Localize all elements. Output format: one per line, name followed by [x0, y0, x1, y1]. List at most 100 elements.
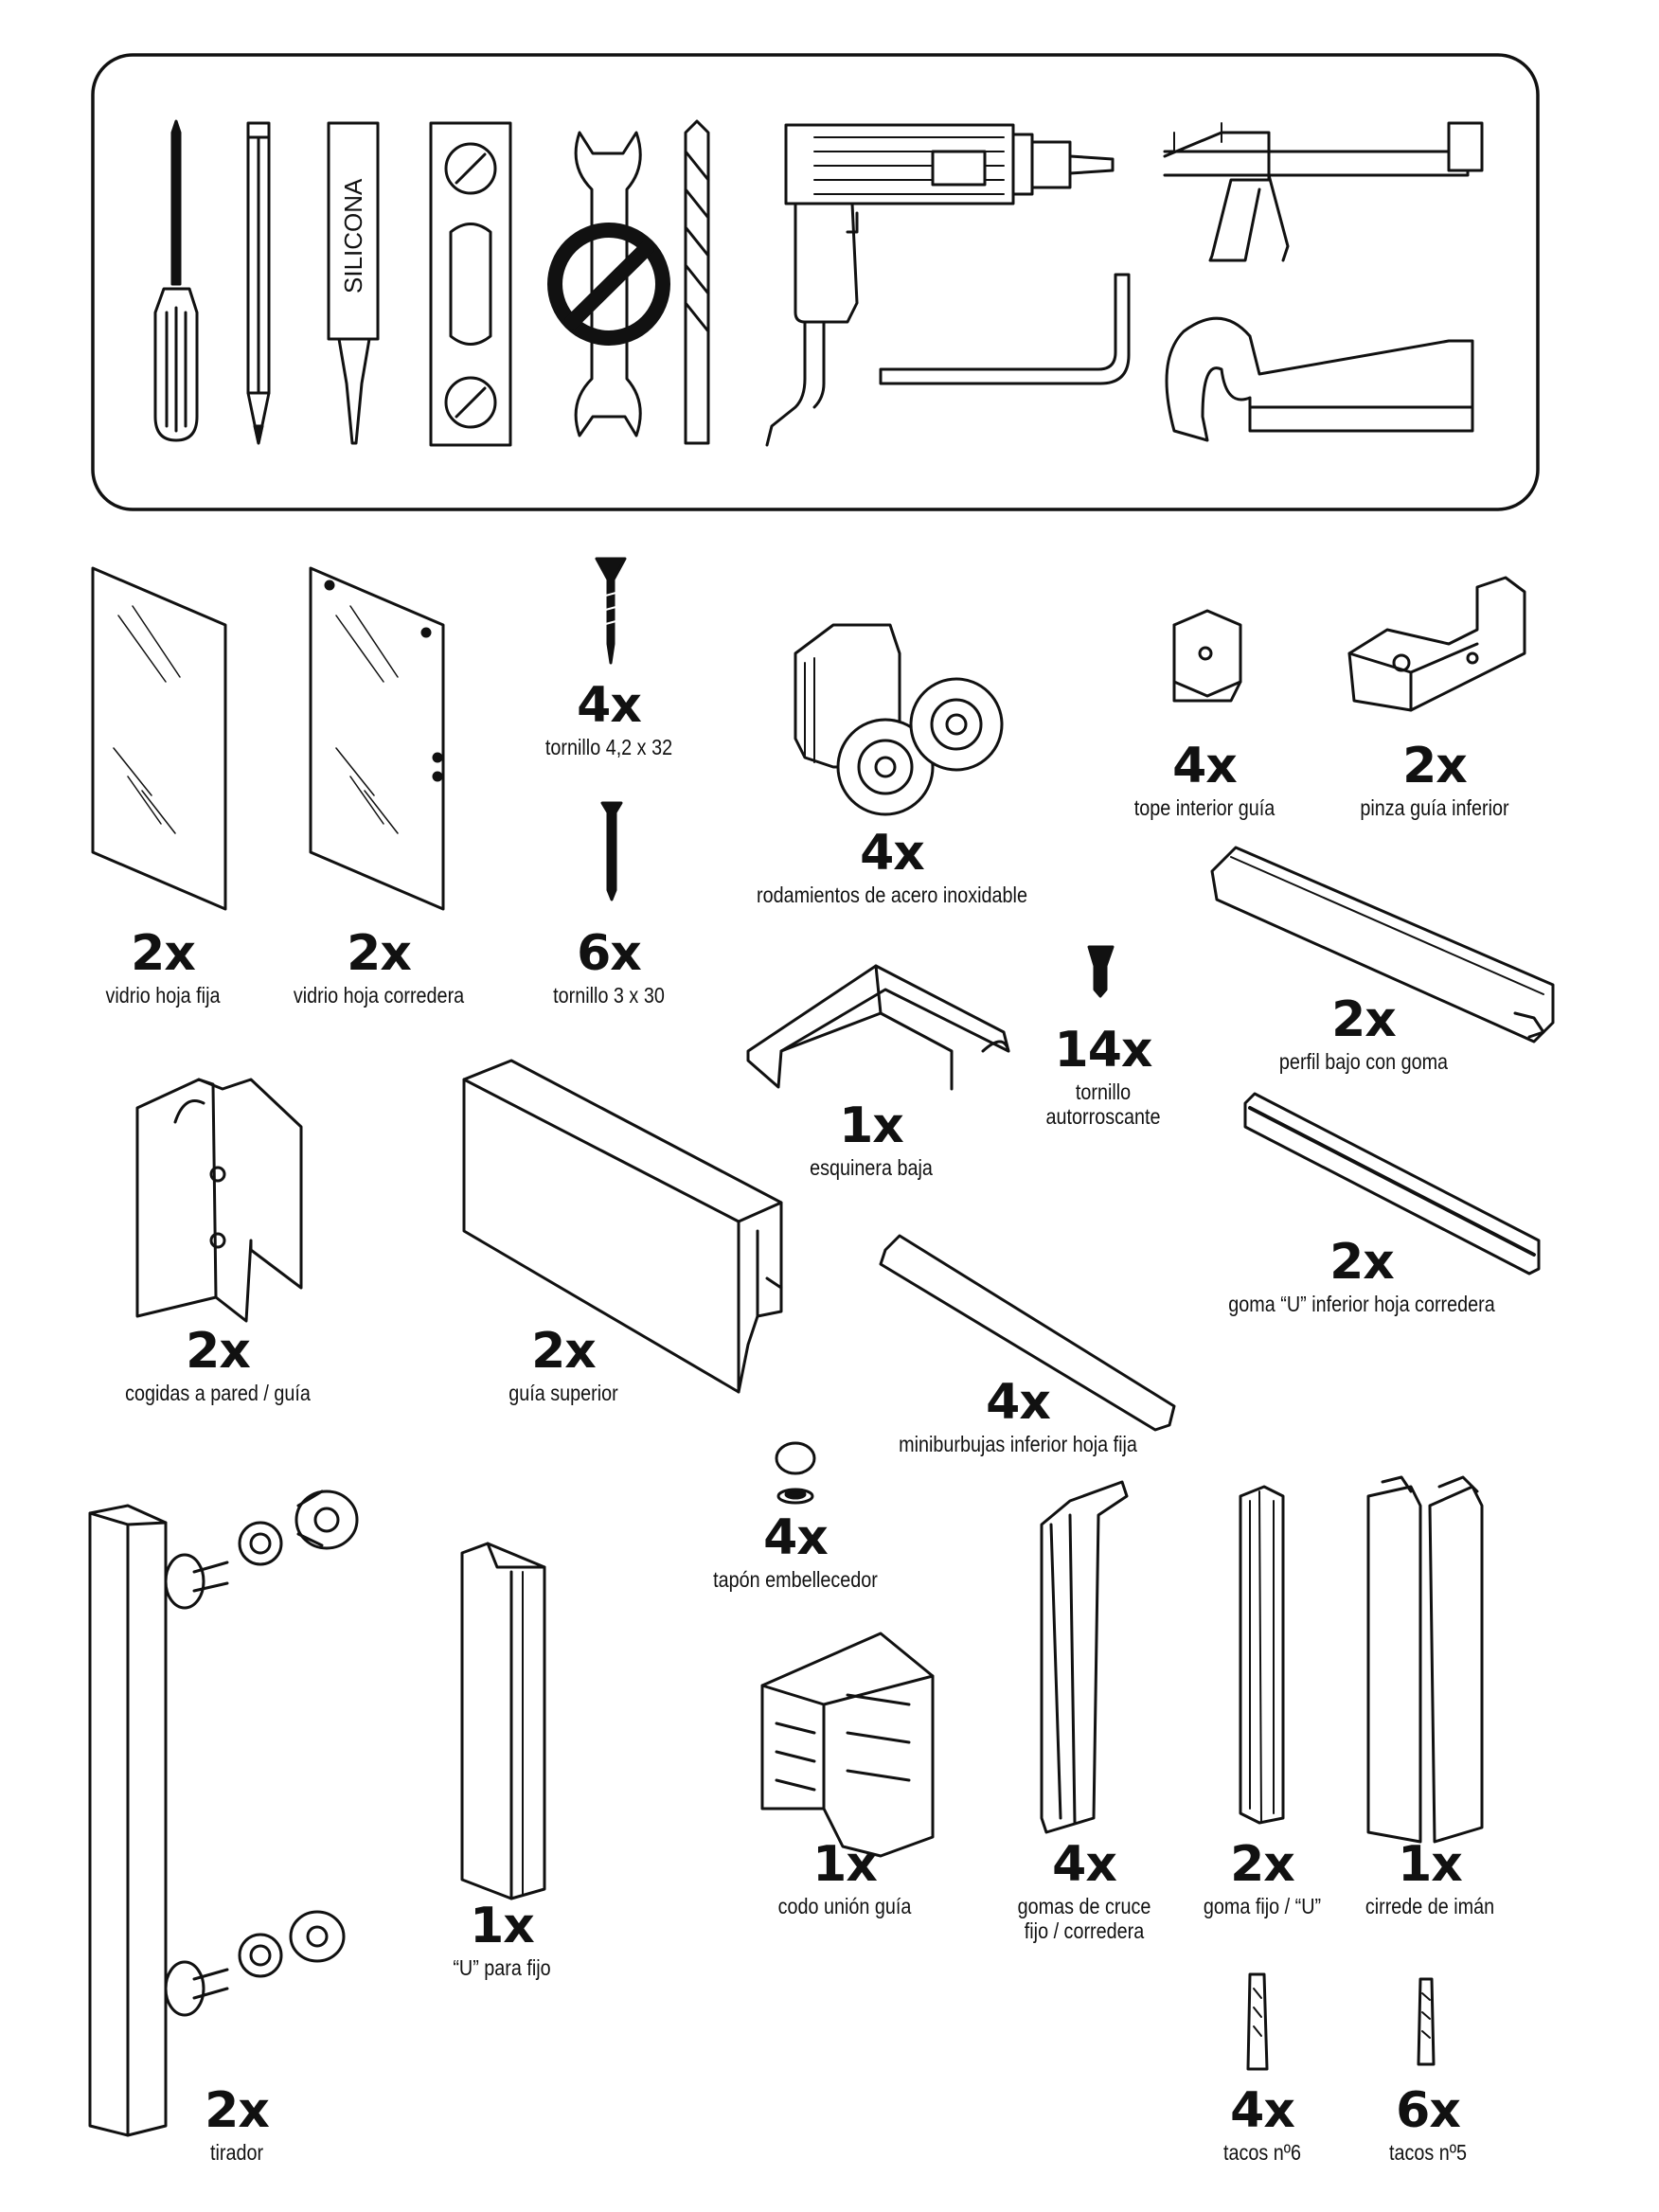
- label: tornillo 3 x 30: [553, 982, 665, 1008]
- label: miniburbujas inferior hoja fija: [899, 1431, 1137, 1456]
- part-codo: 1x codo unión guía: [767, 1836, 922, 1918]
- allen-key-icon: [879, 273, 1131, 385]
- qty: 4x: [860, 825, 925, 882]
- label: codo unión guía: [777, 1893, 912, 1918]
- no-wrench-icon: [547, 131, 670, 437]
- part-tornillo-4-2: 4x tornillo 4,2 x 32: [535, 677, 683, 759]
- part-gomas-cruce: 4x gomas de cruce fijo / corredera: [1007, 1836, 1162, 1944]
- qty: 14x: [1054, 1022, 1153, 1079]
- label: perfil bajo con goma: [1278, 1048, 1449, 1074]
- label-line2: autorroscante: [1045, 1104, 1161, 1130]
- label: tapón embellecedor: [713, 1566, 878, 1592]
- part-tapon: 4x tapón embellecedor: [700, 1509, 891, 1592]
- label: “U” para fijo: [453, 1954, 551, 1980]
- label: cirrede de imán: [1365, 1893, 1495, 1918]
- part-autorroscante: 14x tornillo autorroscante: [1037, 1022, 1170, 1130]
- label: vidrio hoja fija: [105, 982, 221, 1008]
- u-para-fijo-icon: [460, 1542, 546, 1900]
- label: tornillo: [1075, 1079, 1132, 1104]
- tapon-embellecedor-icon: [775, 1441, 816, 1505]
- screwdriver-icon: [153, 119, 199, 442]
- label: goma “U” inferior hoja corredera: [1228, 1291, 1495, 1316]
- perfil-bajo-icon: [1210, 846, 1555, 1044]
- qty: 2x: [1402, 738, 1468, 794]
- label: tacos nº5: [1388, 2139, 1468, 2165]
- part-vidrio-fija: 2x vidrio hoja fija: [97, 925, 230, 1008]
- hacksaw-icon: [1165, 316, 1474, 442]
- label: vidrio hoja corredera: [293, 982, 465, 1008]
- part-goma-fijo-u: 2x goma fijo / “U”: [1194, 1836, 1330, 1918]
- label: guía superior: [508, 1380, 618, 1405]
- guia-superior-icon: [462, 1059, 783, 1394]
- miniburbujas-icon: [879, 1234, 1176, 1432]
- tornillo-autorroscante-icon: [1087, 945, 1115, 998]
- part-esquinera: 1x esquinera baja: [800, 1097, 943, 1180]
- qty: 1x: [1398, 1836, 1463, 1893]
- spirit-level-icon: [429, 121, 512, 447]
- rodamientos-icon: [794, 623, 1004, 816]
- qty: 4x: [1230, 2082, 1295, 2139]
- qty: 1x: [470, 1898, 535, 1954]
- pencil-icon: [246, 121, 271, 445]
- label: tornillo 4,2 x 32: [544, 734, 673, 759]
- part-goma-u-inferior: 2x goma “U” inferior hoja corredera: [1206, 1234, 1516, 1316]
- tacos-6-icon: [1246, 1972, 1269, 2071]
- tacos-5-icon: [1417, 1977, 1436, 2066]
- label: gomas de cruce: [1017, 1893, 1151, 1918]
- pinza-guia-inferior-icon: [1347, 576, 1526, 712]
- qty: 4x: [986, 1374, 1051, 1431]
- part-rodamientos: 4x rodamientos de acero inoxidable: [735, 825, 1049, 907]
- label: tope interior guía: [1133, 794, 1275, 820]
- qty: 2x: [1331, 991, 1397, 1048]
- label: rodamientos de acero inoxidable: [757, 882, 1027, 907]
- part-u-fijo: 1x “U” para fijo: [445, 1898, 559, 1980]
- tornillo-4-2-icon: [595, 557, 627, 665]
- qty: 1x: [839, 1097, 904, 1154]
- power-drill-icon: [765, 123, 1115, 447]
- qty: 6x: [577, 925, 642, 982]
- codo-union-guia-icon: [760, 1632, 935, 1858]
- cierre-iman-icon: [1366, 1475, 1484, 1844]
- part-cierre-iman: 1x cirrede de imán: [1355, 1836, 1506, 1918]
- qty: 4x: [1052, 1836, 1117, 1893]
- part-pinza: 2x pinza guía inferior: [1348, 738, 1522, 820]
- part-cogidas: 2x cogidas a pared / guía: [110, 1323, 326, 1405]
- label: esquinera baja: [810, 1154, 933, 1180]
- gomas-cruce-icon: [1040, 1480, 1129, 1834]
- part-miniburbujas: 4x miniburbujas inferior hoja fija: [880, 1374, 1157, 1456]
- part-vidrio-corredera: 2x vidrio hoja corredera: [279, 925, 478, 1008]
- goma-fijo-u-icon: [1239, 1485, 1285, 1825]
- cogidas-pared-icon: [135, 1078, 303, 1323]
- part-tirador: 2x tirador: [205, 2082, 270, 2165]
- qty: 1x: [812, 1836, 878, 1893]
- label-line2: fijo / corredera: [1024, 1918, 1145, 1944]
- tirador-icon: [88, 1490, 359, 2137]
- esquinera-baja-icon: [746, 964, 1010, 1091]
- part-guia-superior: 2x guía superior: [500, 1323, 627, 1405]
- qty: 2x: [531, 1323, 597, 1380]
- qty: 2x: [1329, 1234, 1395, 1291]
- qty: 2x: [1230, 1836, 1295, 1893]
- label: tacos nº6: [1222, 2139, 1302, 2165]
- part-tacos-5: 6x tacos nº5: [1382, 2082, 1472, 2165]
- qty: 4x: [577, 677, 642, 734]
- silicone-tube-label: SILICONA: [339, 178, 367, 294]
- label: goma fijo / “U”: [1203, 1893, 1322, 1918]
- part-perfil-bajo: 2x perfil bajo con goma: [1265, 991, 1461, 1074]
- part-tope: 4x tope interior guía: [1123, 738, 1287, 820]
- part-tacos-6: 4x tacos nº6: [1217, 2082, 1307, 2165]
- qty: 2x: [205, 2082, 270, 2139]
- part-tornillo-3: 6x tornillo 3 x 30: [544, 925, 674, 1008]
- qty: 4x: [1172, 738, 1238, 794]
- qty: 2x: [347, 925, 412, 982]
- label: cogidas a pared / guía: [125, 1380, 311, 1405]
- qty: 4x: [763, 1509, 829, 1566]
- vidrio-hoja-fija-icon: [91, 566, 227, 911]
- goma-u-inferior-icon: [1243, 1092, 1541, 1275]
- drill-bit-icon: [684, 119, 710, 445]
- qty: 2x: [131, 925, 196, 982]
- label: pinza guía inferior: [1360, 794, 1509, 820]
- qty: 2x: [186, 1323, 251, 1380]
- silicone-tube-icon: SILICONA: [327, 121, 380, 445]
